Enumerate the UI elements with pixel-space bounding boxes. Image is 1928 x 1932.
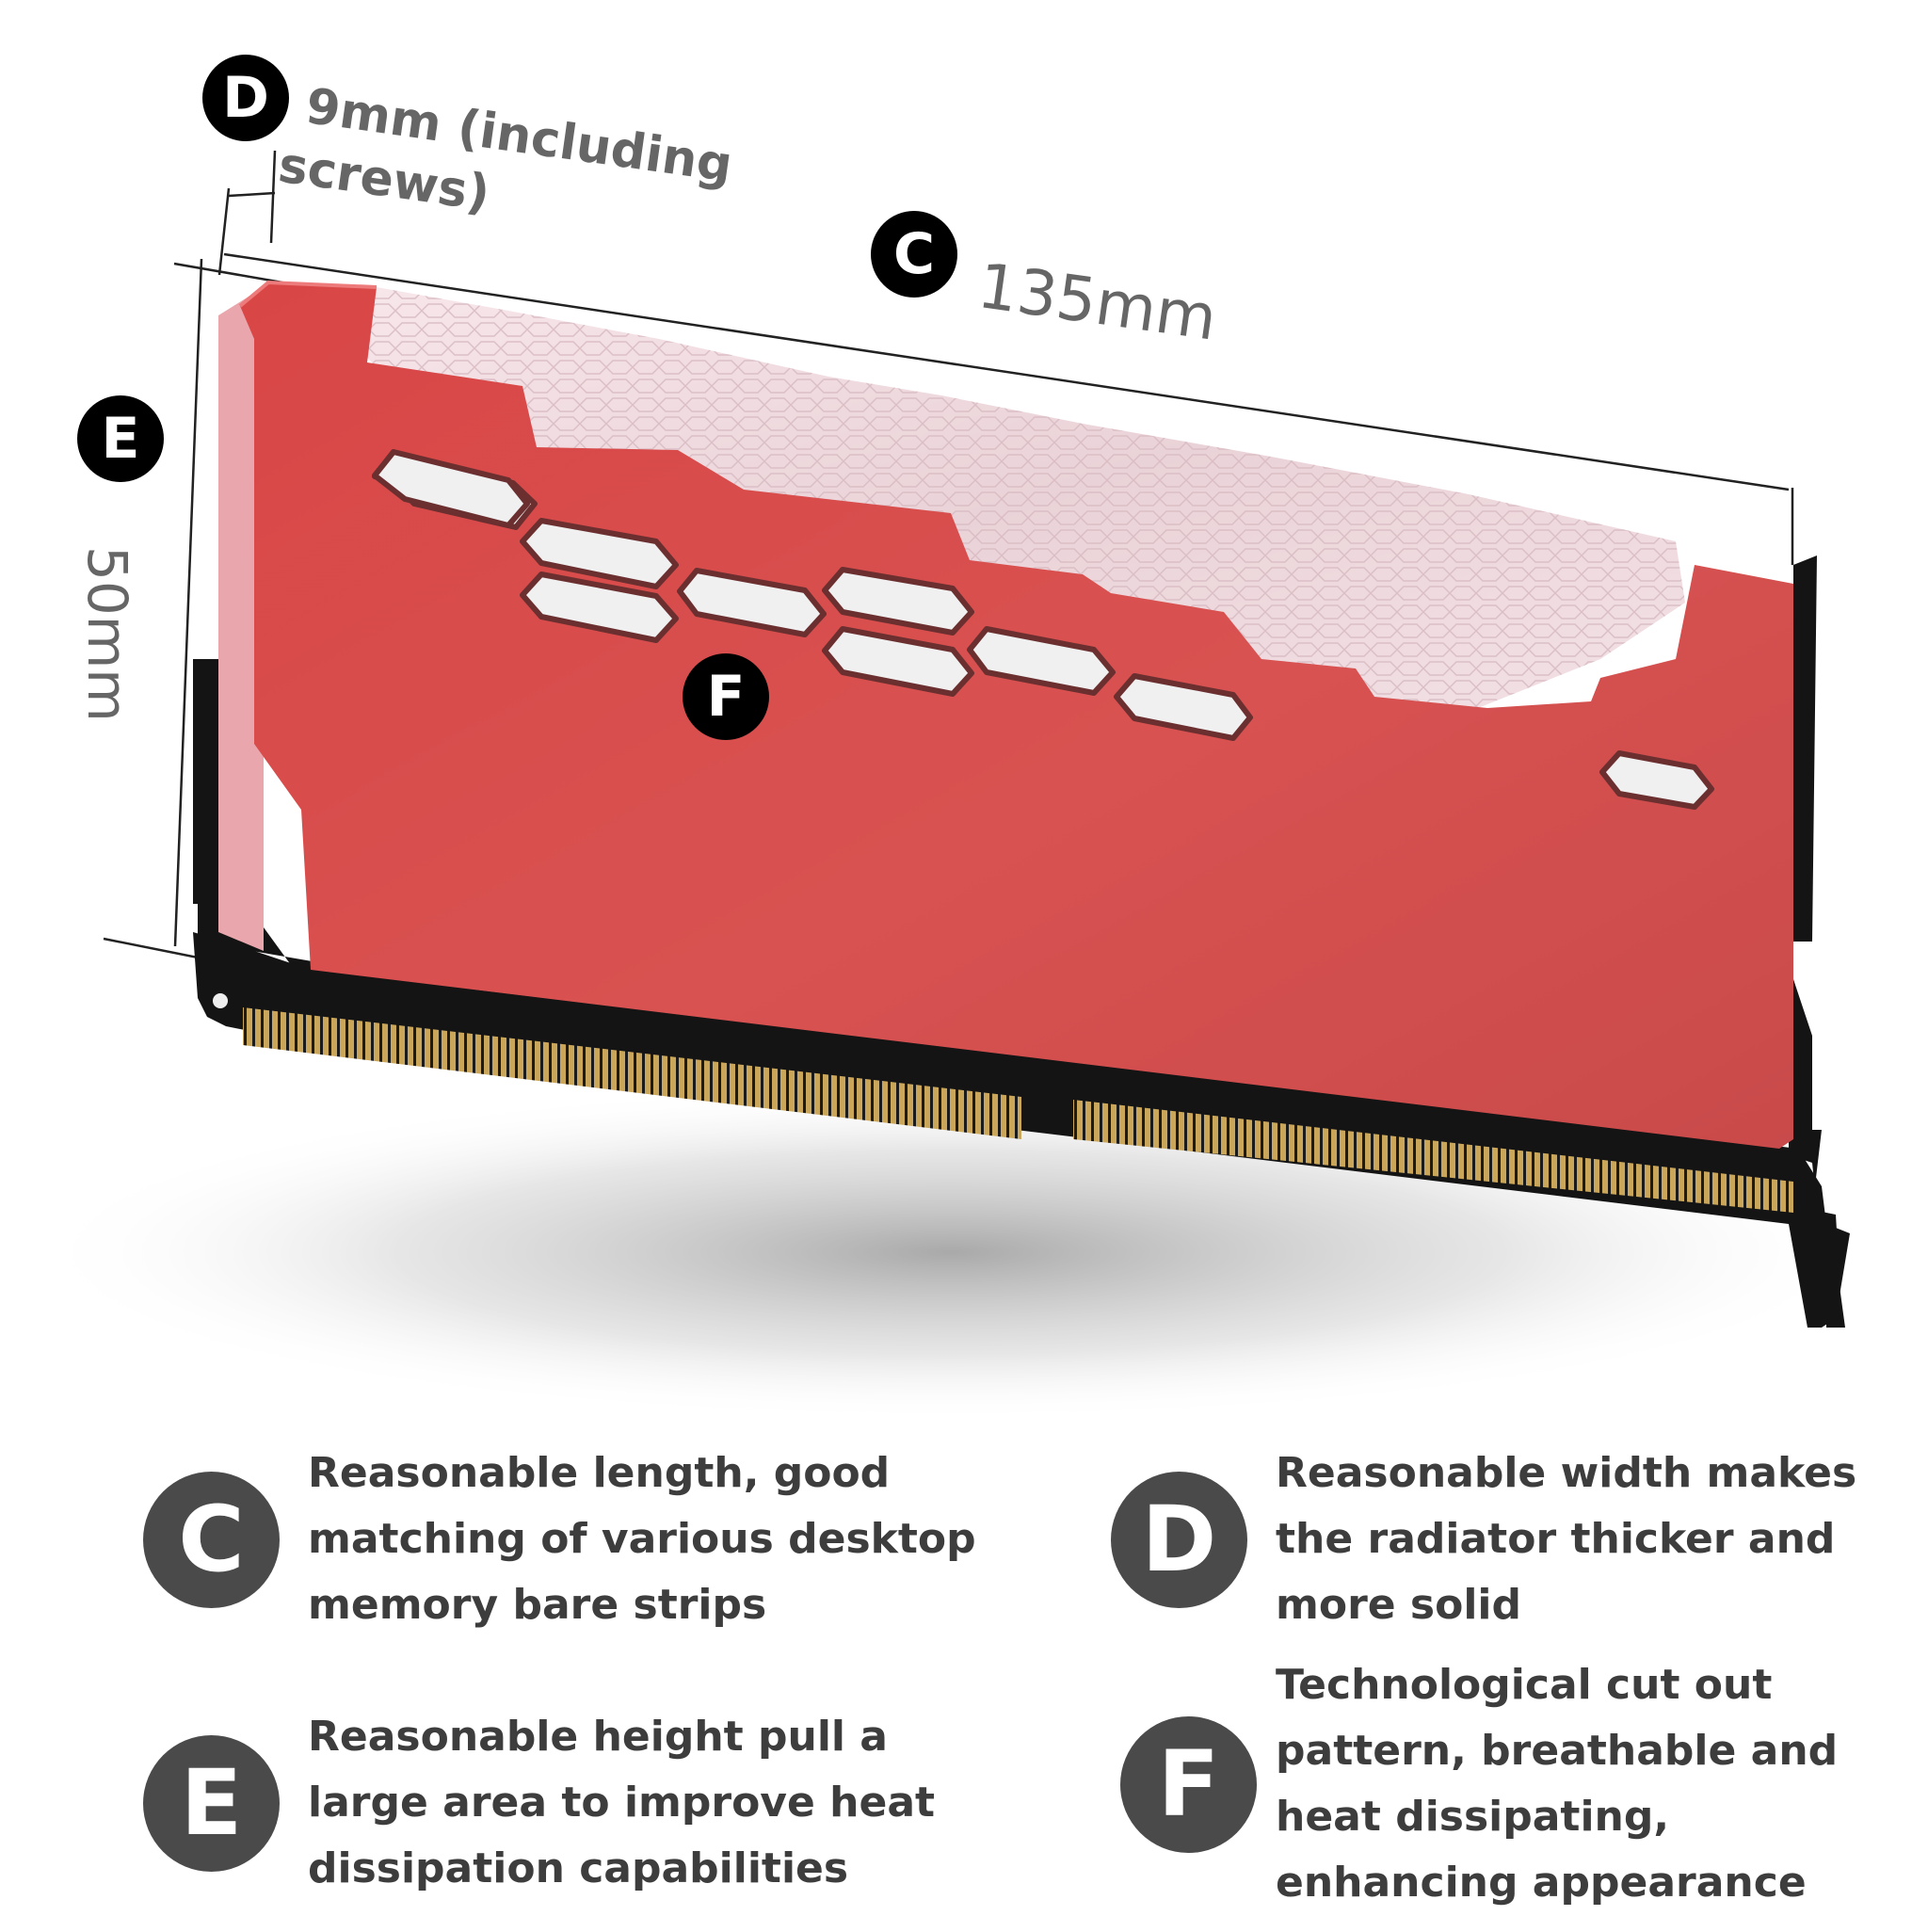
feature-width: D Reasonable width makes the radiator th…	[1111, 1441, 1856, 1638]
cutout-pattern	[372, 449, 1714, 810]
heatsink-edge	[218, 287, 264, 951]
feature-height-text: Reasonable height pull a large area to i…	[308, 1713, 936, 1892]
height-dimension-label: 50mm	[75, 546, 139, 722]
feature-badge-d: D	[1111, 1471, 1247, 1608]
badge-f-small: F	[683, 653, 769, 740]
dimension-lines	[103, 150, 1794, 976]
feature-length-text: Reasonable length, good matching of vari…	[308, 1449, 976, 1629]
feature-height: E Reasonable height pull a large area to…	[143, 1704, 935, 1902]
badge-c-small: C	[871, 211, 957, 298]
pcb-hole	[213, 993, 228, 1008]
feature-badge-e: E	[143, 1734, 280, 1872]
badge-e-small: E	[77, 395, 164, 482]
feature-length: C Reasonable length, good matching of va…	[143, 1441, 976, 1638]
feature-badge-c: C	[143, 1471, 280, 1608]
feature-width-text: Reasonable width makes the radiator thic…	[1276, 1449, 1857, 1629]
gold-pins-right	[1073, 1100, 1793, 1213]
red-heatsink	[240, 282, 1793, 1149]
feature-pattern: F Technological cut out pattern, breatha…	[1120, 1652, 1838, 1916]
feature-badge-f: F	[1120, 1715, 1257, 1853]
gold-pins-left	[243, 1007, 1021, 1139]
feature-pattern-text: Technological cut out pattern, breathabl…	[1276, 1661, 1839, 1907]
badge-d-small: D	[202, 55, 289, 141]
